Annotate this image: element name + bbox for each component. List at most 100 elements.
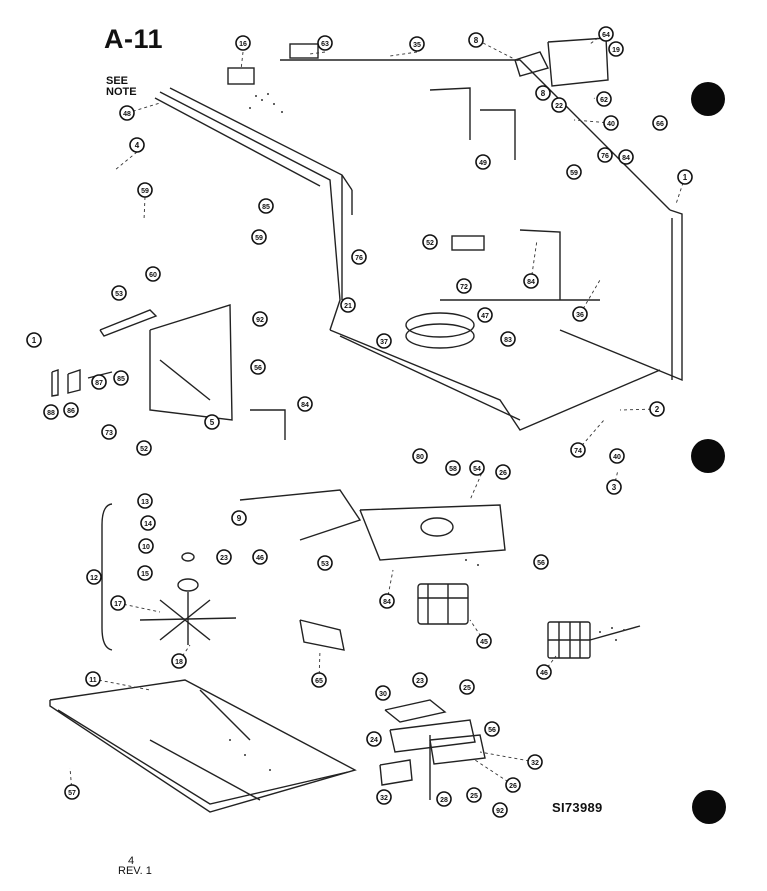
callout-circle	[110, 595, 126, 611]
callout-number: 52	[140, 446, 148, 453]
callout-circle	[603, 115, 619, 131]
callout-circle	[375, 685, 391, 701]
callout-c-66: 66	[652, 115, 668, 131]
callout-circle	[412, 672, 428, 688]
callout-c-23b: 23	[412, 672, 428, 688]
callout-number: 54	[473, 466, 481, 473]
callout-c-12: 12	[86, 569, 102, 585]
callout-c-40b: 40	[609, 448, 625, 464]
callout-number: 62	[600, 97, 608, 104]
callout-c-26b: 26	[505, 777, 521, 793]
callout-circle	[137, 565, 153, 581]
callout-c-88: 88	[43, 404, 59, 420]
revision-label: REV. 1	[118, 865, 152, 877]
callout-number: 10	[142, 544, 150, 551]
callout-circle	[138, 538, 154, 554]
callout-circle	[129, 137, 145, 153]
callout-c-52: 52	[422, 234, 438, 250]
callout-c-25a: 25	[459, 679, 475, 695]
callout-number: 83	[504, 337, 512, 344]
callout-number: 46	[256, 555, 264, 562]
callout-circle	[145, 266, 161, 282]
callout-number: 5	[210, 418, 215, 427]
callout-number: 53	[321, 561, 329, 568]
binder-hole-top	[691, 82, 725, 116]
callout-c-56b: 56	[533, 554, 549, 570]
callout-c-19: 19	[608, 41, 624, 57]
callout-circle	[469, 460, 485, 476]
callout-number: 15	[141, 571, 149, 578]
callout-circle	[317, 555, 333, 571]
binder-hole-middle	[691, 439, 725, 473]
callout-circle	[231, 510, 247, 526]
callout-number: 25	[470, 793, 478, 800]
callout-circle	[86, 569, 102, 585]
callout-circle	[140, 515, 156, 531]
callout-circle	[475, 154, 491, 170]
callout-circle	[492, 802, 508, 818]
callout-c-15: 15	[137, 565, 153, 581]
callout-c-32a: 32	[527, 754, 543, 770]
callout-number: 48	[123, 111, 131, 118]
callout-number: 53	[115, 291, 123, 298]
callout-circle	[476, 633, 492, 649]
callout-circle	[171, 653, 187, 669]
callout-number: 11	[89, 677, 97, 684]
callout-number: 92	[496, 808, 504, 815]
callout-c-74: 74	[570, 442, 586, 458]
callout-c-26: 26	[495, 464, 511, 480]
callout-number: 85	[262, 204, 270, 211]
callout-c-35a: 35	[409, 36, 425, 52]
callout-number: 74	[574, 448, 582, 455]
callout-number: 26	[499, 470, 507, 477]
callout-number: 64	[602, 32, 610, 39]
callout-circle	[459, 679, 475, 695]
callout-c-64a: 64	[598, 26, 614, 42]
callout-c-92b: 92	[492, 802, 508, 818]
callout-circle	[466, 787, 482, 803]
callout-c-47: 47	[477, 307, 493, 323]
callout-number: 16	[239, 41, 247, 48]
callout-circle	[468, 32, 484, 48]
callout-circle	[351, 249, 367, 265]
callout-number: 59	[255, 235, 263, 242]
callout-number: 17	[114, 601, 122, 608]
callout-c-11: 11	[85, 671, 101, 687]
callout-number: 59	[141, 188, 149, 195]
callout-c-76: 76	[597, 147, 613, 163]
callout-circle	[551, 97, 567, 113]
binder-hole-bottom	[692, 790, 726, 824]
callout-circle	[317, 35, 333, 51]
callout-c-28: 28	[436, 791, 452, 807]
callout-number: 76	[355, 255, 363, 262]
callout-c-84a: 84	[618, 149, 634, 165]
callout-number: 1	[683, 173, 688, 182]
callout-circle	[258, 198, 274, 214]
callout-number: 84	[527, 279, 535, 286]
callout-circle	[119, 105, 135, 121]
callout-c-1b: 1	[26, 332, 42, 348]
callout-c-59a: 59	[137, 182, 153, 198]
callout-circle	[297, 396, 313, 412]
callout-c-84b: 84	[523, 273, 539, 289]
callout-circle	[505, 777, 521, 793]
callout-number: 80	[416, 454, 424, 461]
callout-c-49: 49	[475, 154, 491, 170]
callout-circle	[376, 333, 392, 349]
callout-c-59b: 59	[566, 164, 582, 180]
callout-number: 84	[383, 599, 391, 606]
callout-circle	[598, 26, 614, 42]
callout-circle	[136, 440, 152, 456]
callout-c-59c: 59	[251, 229, 267, 245]
callout-circle	[677, 169, 693, 185]
callout-c-56a: 56	[250, 359, 266, 375]
callout-circle	[445, 460, 461, 476]
callout-number: 19	[612, 47, 620, 54]
callout-number: 73	[105, 430, 113, 437]
callout-number: 84	[622, 155, 630, 162]
callout-circle	[609, 448, 625, 464]
callout-number: 72	[460, 284, 468, 291]
callout-circle	[523, 273, 539, 289]
callout-number: 4	[135, 141, 140, 150]
callout-c-5: 5	[204, 414, 220, 430]
